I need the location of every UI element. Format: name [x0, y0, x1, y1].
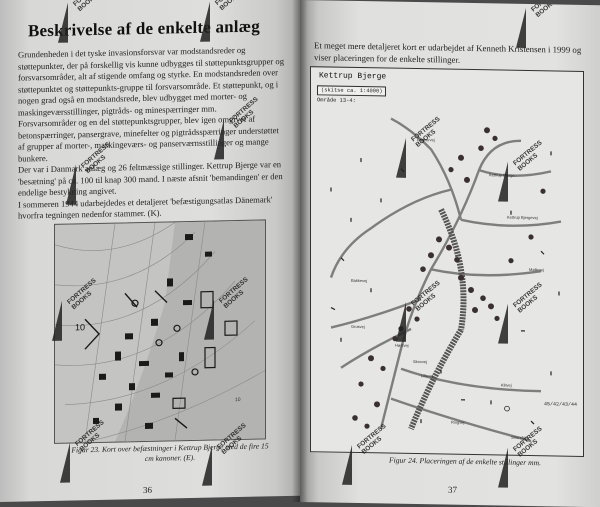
watermark-triangle-icon [202, 445, 212, 486]
watermark-triangle-icon [60, 442, 70, 483]
map-road-label: Møllevej [529, 266, 544, 273]
watermark-triangle-icon [396, 137, 406, 178]
watermark-triangle-icon [66, 164, 76, 205]
watermark-triangle-icon [516, 7, 526, 48]
road-map-drawing [329, 117, 562, 443]
position-map-figure: Kettrup Bjerge (skitse ca. 1:4000) Områd… [310, 66, 584, 457]
watermark-triangle-icon [498, 447, 508, 488]
left-page: Beskrivelse af de enkelte anlæg Grundenh… [0, 0, 300, 503]
book-spine [292, 0, 308, 502]
watermark-triangle-icon [200, 1, 210, 42]
map-road-label: Kettrup Bjergevej [507, 214, 538, 221]
map-legend: 45/42/43/44 [543, 401, 577, 408]
paragraph: I sommeren 1944 udarbejdedes et detaljer… [18, 193, 273, 221]
paragraph: Der var i Danmark anlæg og 26 feltmæssig… [18, 159, 283, 198]
page-number: 36 [143, 484, 152, 496]
map-road-label: Skovvej [413, 358, 428, 365]
watermark-triangle-icon [58, 2, 68, 43]
svg-text:10: 10 [235, 397, 241, 403]
watermark-triangle-icon [342, 444, 352, 485]
watermark-triangle-icon [498, 303, 508, 344]
map-road-label: Klitvej [501, 382, 512, 388]
page-number: 37 [448, 484, 457, 495]
svg-text:10: 10 [75, 322, 85, 332]
watermark-triangle-icon [52, 300, 62, 341]
map-road-label: Bakkevej [351, 277, 368, 284]
right-page: Et meget mere detaljeret kort er udarbej… [300, 0, 600, 507]
map-road-label: Lillevej [421, 373, 434, 379]
fortification-map-drawing: 10 10 [54, 220, 266, 443]
map-road-label: Grusvej [351, 323, 365, 330]
fortification-map-figure: 10 10 [54, 219, 266, 444]
map-road-label: Ringvej [451, 419, 465, 425]
watermark-triangle-icon [214, 119, 224, 160]
watermark-triangle-icon [204, 299, 214, 340]
watermark-triangle-icon [498, 161, 508, 202]
watermark-triangle-icon [396, 301, 406, 342]
